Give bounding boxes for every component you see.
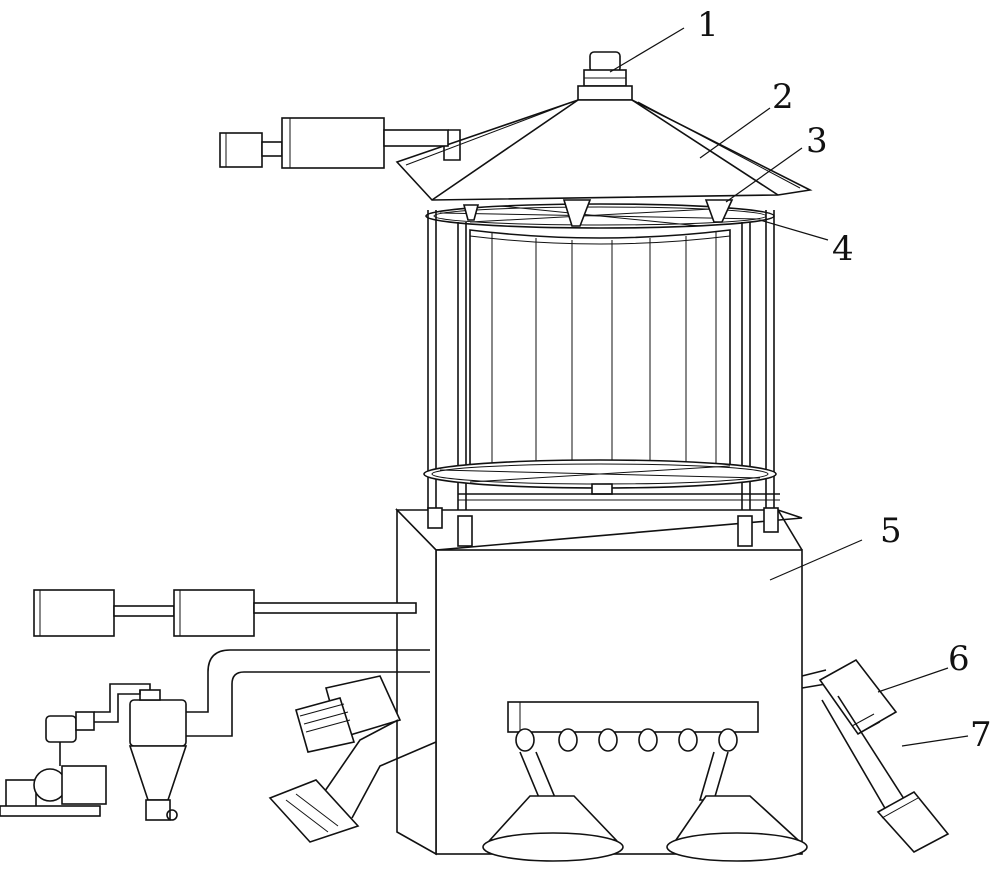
label-4: 4: [832, 229, 854, 269]
drum-body: [469, 229, 731, 480]
feed-motor-top: [219, 117, 461, 169]
top-motor: [577, 51, 633, 101]
right-outlet-7: [821, 695, 950, 853]
left-lower-outlet: [268, 719, 437, 843]
pump-piping: [45, 683, 151, 743]
nozzle-cones: [462, 199, 734, 227]
label-6: 6: [948, 639, 970, 679]
bottom-right-hopper: [666, 751, 808, 862]
conical-cover: [395, 99, 813, 201]
leader-lines: [609, 27, 969, 747]
bottom-manifold: [507, 701, 759, 752]
bottom-left-hopper: [482, 751, 624, 862]
left-feed-motors: [33, 589, 417, 637]
label-5: 5: [880, 511, 902, 551]
right-outlet-6: [801, 658, 898, 736]
cyclone-separator: [128, 689, 188, 821]
duct-pipe: [186, 649, 430, 737]
label-2: 2: [772, 77, 794, 117]
lower-ring: [423, 459, 780, 501]
label-1: 1: [697, 5, 719, 45]
upper-ring: [425, 203, 775, 229]
label-7: 7: [970, 715, 992, 755]
left-upper-hopper: [295, 675, 402, 753]
pump-motor: [0, 742, 107, 817]
label-3: 3: [806, 121, 828, 161]
